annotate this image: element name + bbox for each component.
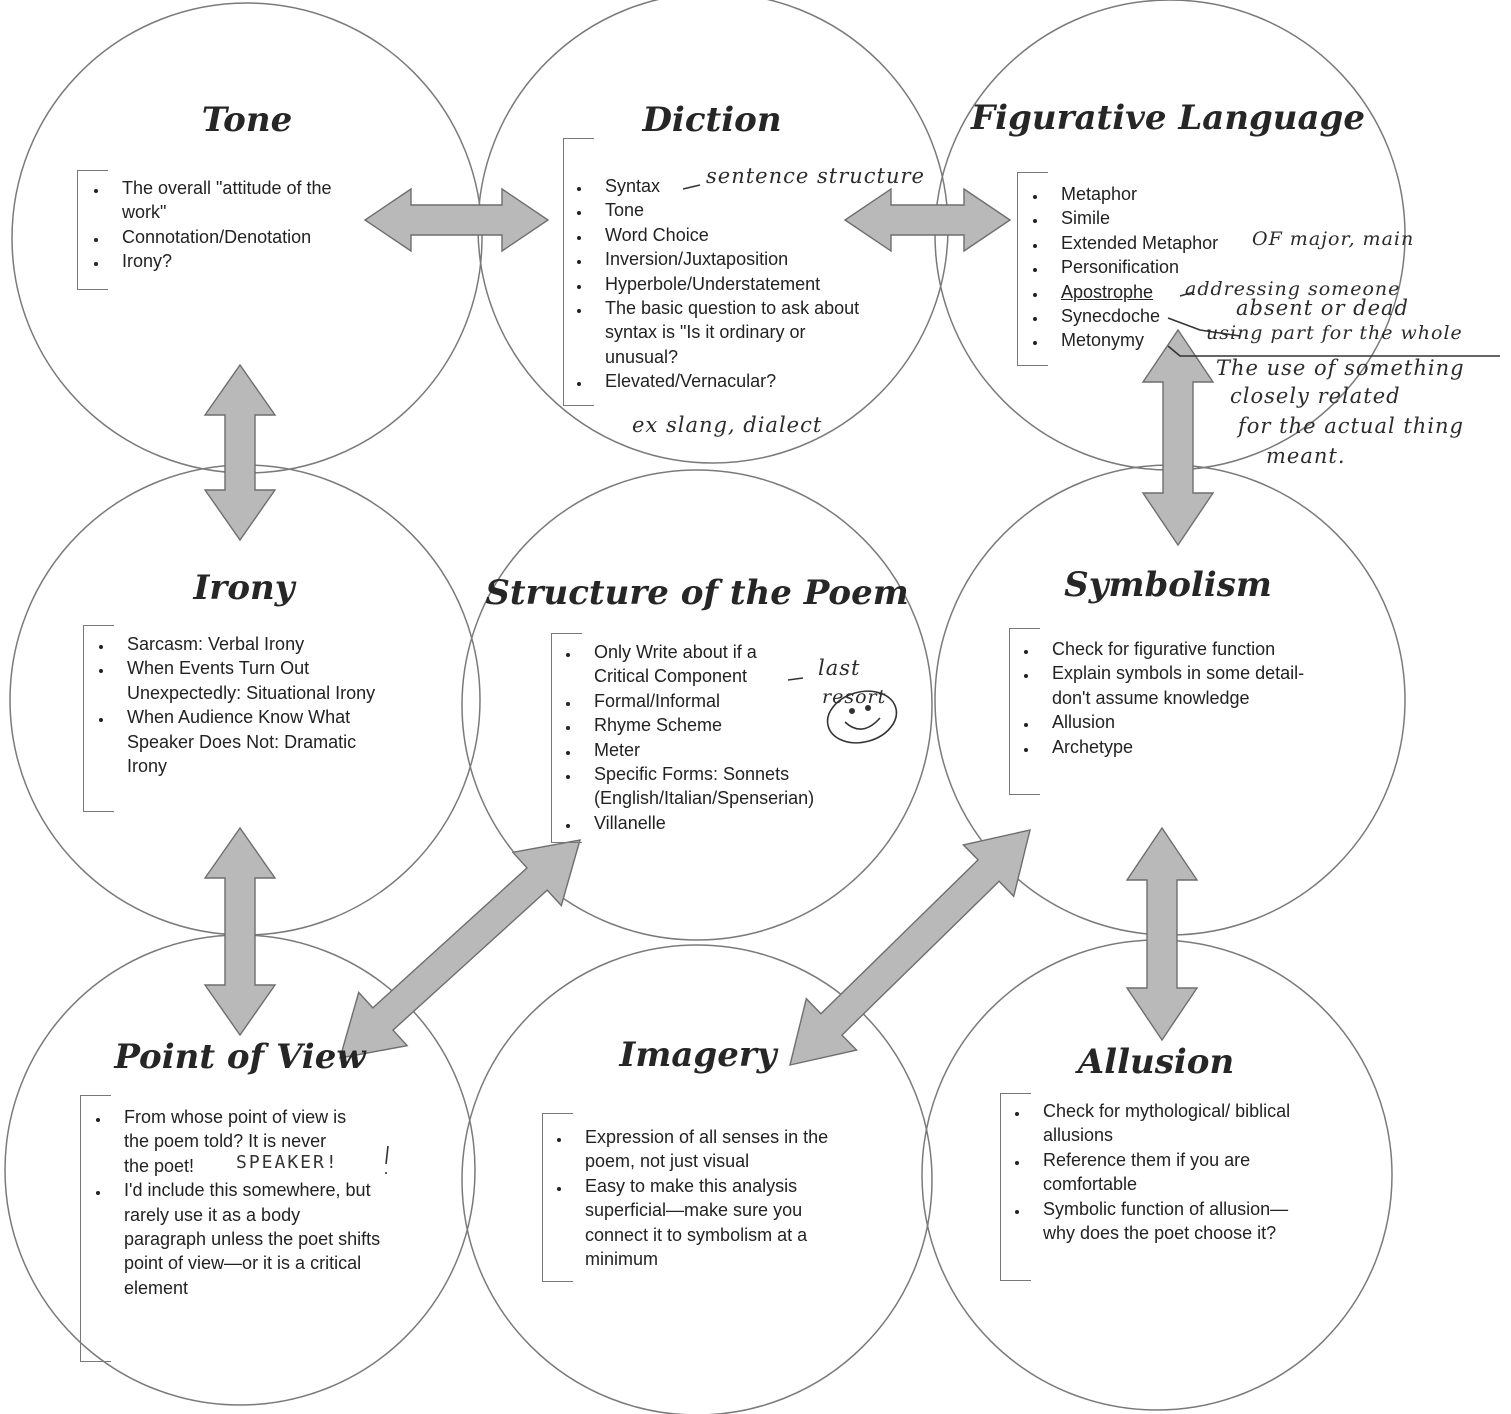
pen-dash — [787, 677, 804, 681]
pen-line — [1167, 345, 1500, 357]
handwritten-note: for the actual thing — [1238, 414, 1465, 438]
list-item: The basic question to ask about syntax i… — [591, 296, 866, 369]
list-bracket — [1009, 628, 1040, 795]
list-item: Specific Forms: Sonnets (English/Italian… — [580, 762, 855, 811]
topic-circle-structure — [461, 469, 933, 941]
list-bracket — [542, 1113, 573, 1282]
irony-items: Sarcasm: Verbal Irony When Events Turn O… — [87, 632, 388, 778]
list-item: Reference them if you are comfortable — [1029, 1148, 1294, 1197]
circle-title-figurative-language: Figurative Language — [971, 98, 1365, 138]
handwritten-note: addressing someone — [1185, 278, 1401, 300]
pen-dash — [682, 184, 701, 190]
list-item: Archetype — [1038, 735, 1308, 759]
list-bracket — [551, 633, 582, 843]
list-item: The overall "attitude of the work" — [108, 176, 373, 225]
pen-line — [1167, 317, 1241, 337]
list-item: Rhyme Scheme — [580, 713, 855, 737]
list-item: Tone — [591, 198, 866, 222]
handwritten-note: resort — [822, 686, 887, 708]
list-item: Formal/Informal — [580, 689, 855, 713]
circle-title-symbolism: Symbolism — [1064, 565, 1272, 605]
handwritten-note: ex slang, dialect — [632, 413, 823, 437]
list-item: Inversion/Juxtaposition — [591, 247, 866, 271]
arrow-tone-irony — [203, 363, 277, 542]
list-bracket — [77, 170, 108, 290]
arrow-imagery-symbolism — [789, 829, 1031, 1066]
list-bracket — [83, 625, 114, 812]
topic-circle-imagery — [461, 944, 933, 1414]
list-item: Synecdoche — [1047, 304, 1247, 328]
structure-items: Only Write about if a Critical Component… — [554, 640, 855, 835]
arrow-diction-figurative — [843, 187, 1012, 253]
allusion-items: Check for mythological/ biblical allusio… — [1003, 1099, 1294, 1245]
list-item: When Audience Know What Speaker Does Not… — [113, 705, 388, 778]
handwritten-note: The use of something — [1216, 356, 1465, 380]
circle-title-structure: Structure of the Poem — [485, 573, 909, 613]
list-item: Easy to make this analysis superficial—m… — [571, 1174, 851, 1272]
circle-title-diction: Diction — [642, 100, 782, 140]
list-item: Extended Metaphor — [1047, 231, 1247, 255]
circle-title-point-of-view: Point of View — [114, 1037, 366, 1077]
handwritten-note: sentence structure — [706, 164, 925, 188]
arrow-tone-diction — [363, 187, 550, 253]
list-bracket — [80, 1095, 111, 1362]
circle-title-tone: Tone — [201, 100, 293, 140]
handwritten-note: OF major, main — [1252, 228, 1415, 250]
list-bracket — [1017, 172, 1048, 366]
list-item: Word Choice — [591, 223, 866, 247]
list-item: Meter — [580, 738, 855, 762]
arrow-point-of-view-structure — [339, 839, 581, 1059]
list-item: When Events Turn Out Unexpectedly: Situa… — [113, 656, 388, 705]
pen-dash — [1179, 291, 1195, 297]
arrow-figurative-symbolism — [1141, 328, 1215, 547]
tone-items: The overall "attitude of the work" Conno… — [82, 176, 373, 274]
smiley-icon — [826, 690, 898, 744]
circle-title-imagery: Imagery — [619, 1035, 777, 1075]
list-item: Syntax — [591, 174, 866, 198]
smiley-eye — [864, 704, 871, 711]
list-item: Only Write about if a Critical Component — [580, 640, 784, 689]
list-item: Check for figurative function — [1038, 637, 1308, 661]
handwritten-note: SPEAKER! — [236, 1152, 339, 1173]
list-item: Metaphor — [1047, 182, 1247, 206]
list-item: Irony? — [108, 249, 373, 273]
list-item: Expression of all senses in the poem, no… — [571, 1125, 851, 1174]
smiley-mouth — [844, 717, 881, 730]
arrow-symbolism-allusion — [1125, 826, 1199, 1042]
handwritten-note: last — [818, 656, 861, 680]
list-item: Simile — [1047, 206, 1247, 230]
handwritten-note: meant. — [1266, 444, 1346, 468]
point-of-view-items: From whose point of view is the poem tol… — [84, 1105, 385, 1300]
list-bracket — [1000, 1093, 1031, 1281]
diction-items: Syntax Tone Word Choice Inversion/Juxtap… — [565, 174, 866, 394]
list-item: Connotation/Denotation — [108, 225, 373, 249]
smiley-eye — [848, 707, 855, 714]
list-item: Allusion — [1038, 710, 1308, 734]
list-item: From whose point of view is the poem tol… — [110, 1105, 354, 1178]
exclamation-mark — [385, 1145, 389, 1174]
handwritten-note: closely related — [1230, 384, 1401, 408]
list-item: Explain symbols in some detail-don't ass… — [1038, 661, 1308, 710]
list-item: Personification — [1047, 255, 1247, 279]
list-bracket — [563, 138, 594, 406]
figurative-items: Metaphor Simile Extended Metaphor Person… — [1021, 182, 1247, 353]
list-item: Apostrophe — [1047, 280, 1247, 304]
list-item: Check for mythological/ biblical allusio… — [1029, 1099, 1294, 1148]
handwritten-note: using part for the whole — [1206, 322, 1463, 344]
symbolism-items: Check for figurative function Explain sy… — [1012, 637, 1308, 759]
list-item: Hyperbole/Understatement — [591, 272, 866, 296]
list-item: Sarcasm: Verbal Irony — [113, 632, 388, 656]
circle-title-allusion: Allusion — [1077, 1042, 1235, 1082]
list-item: I'd include this somewhere, but rarely u… — [110, 1178, 385, 1300]
list-item: Symbolic function of allusion—why does t… — [1029, 1197, 1294, 1246]
list-item: Metonymy — [1047, 328, 1247, 352]
list-item: Elevated/Vernacular? — [591, 369, 866, 393]
imagery-items: Expression of all senses in the poem, no… — [545, 1125, 851, 1271]
list-item: Villanelle — [580, 811, 855, 835]
arrow-irony-point-of-view — [203, 826, 277, 1037]
circle-title-irony: Irony — [193, 568, 295, 608]
handwritten-note: absent or dead — [1236, 296, 1409, 320]
